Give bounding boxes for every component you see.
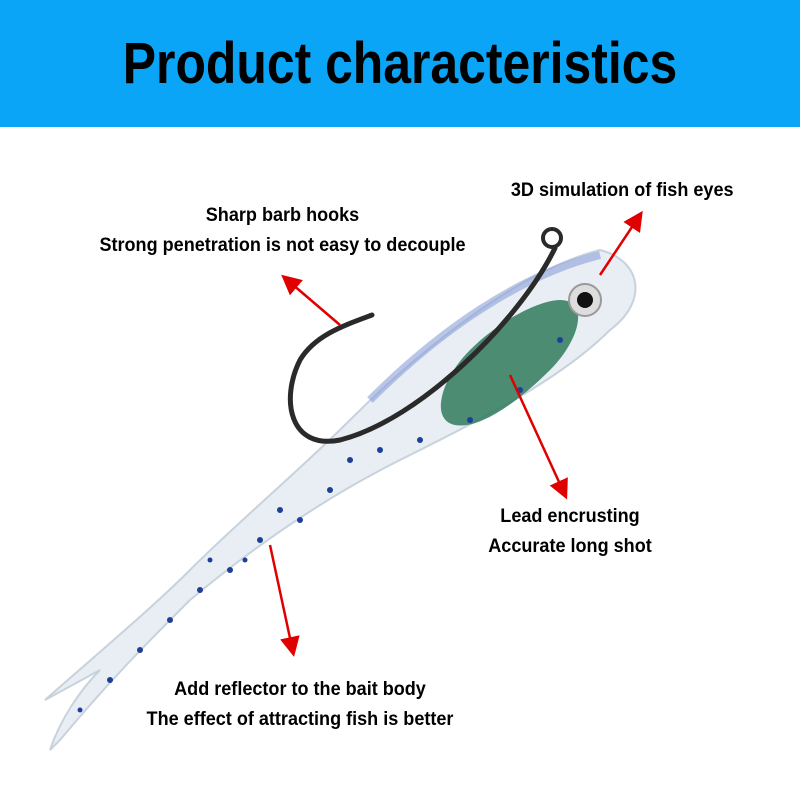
header-banner: Product characteristics [0, 0, 800, 127]
page-title: Product characteristics [122, 31, 678, 96]
arrow-eyes [598, 210, 643, 276]
callout-hooks-line1: Sharp barb hooks [205, 205, 360, 226]
callout-eyes: 3D simulation of fish eyes [511, 176, 734, 206]
callout-lead-line2: Accurate long shot [488, 536, 652, 557]
callout-lead-line1: Lead encrusting [500, 506, 640, 527]
lead-insert [440, 300, 579, 426]
callout-eyes-line1: 3D simulation of fish eyes [510, 180, 734, 201]
hook [287, 227, 563, 444]
arrow-hooks [281, 274, 341, 326]
callout-hooks-line2: Strong penetration is not easy to decoup… [99, 235, 466, 256]
callout-lead: Lead encrusting Accurate long shot [466, 502, 675, 562]
arrow-reflector [268, 544, 300, 657]
callout-reflector-line1: Add reflector to the bait body [174, 679, 426, 700]
callout-reflector: Add reflector to the bait body The effec… [115, 675, 486, 735]
reflector-speckles [77, 337, 563, 713]
callout-hooks: Sharp barb hooks Strong penetration is n… [66, 201, 498, 261]
arrow-lead [508, 374, 568, 500]
callout-reflector-line2: The effect of attracting fish is better [146, 709, 454, 730]
fishing-lure-image [44, 210, 643, 751]
